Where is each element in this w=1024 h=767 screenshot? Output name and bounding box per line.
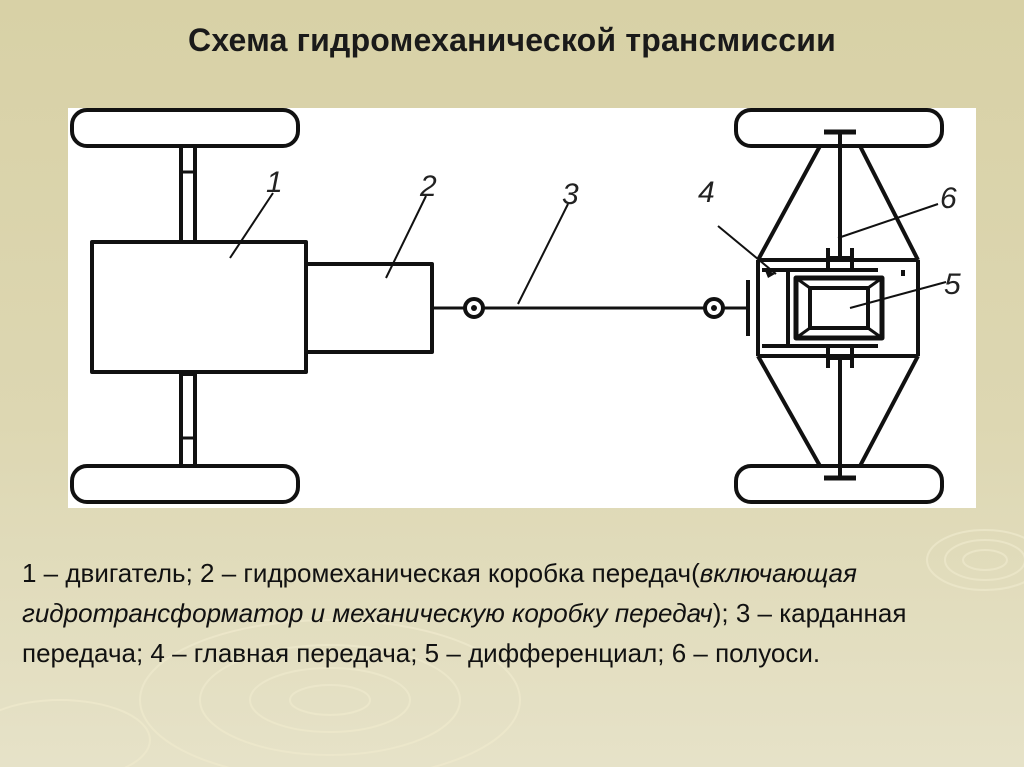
front-axle-upper xyxy=(179,144,197,244)
cardan-joint-rear xyxy=(703,297,725,319)
engine-box xyxy=(90,240,308,374)
half-shaft-gears xyxy=(826,248,854,368)
front-axle-lower xyxy=(179,372,197,468)
caption-italic: включающая гидротрансформатор и механиче… xyxy=(22,558,857,628)
front-left-wheel xyxy=(70,108,300,148)
transmission-diagram: 1 2 3 4 5 6 xyxy=(68,108,976,508)
label-6: 6 xyxy=(940,182,957,215)
label-5: 5 xyxy=(944,268,961,301)
caption-part-1: 1 – двигатель; 2 – гидромеханическая кор… xyxy=(22,558,700,588)
differential xyxy=(793,275,885,341)
caption-part-3: ); 3 – карданная передача; 4 – главная п… xyxy=(22,598,907,668)
leader-lines xyxy=(229,192,947,309)
label-2: 2 xyxy=(419,170,437,203)
cardan-joint-front xyxy=(463,297,485,319)
gearbox-box xyxy=(304,262,434,354)
diagram-svg: 1 2 3 4 5 6 xyxy=(70,108,961,504)
page-title: Схема гидромеханической трансмиссии xyxy=(188,22,836,58)
main-gear xyxy=(746,268,905,348)
legend-caption: 1 – двигатель; 2 – гидромеханическая кор… xyxy=(22,553,1012,673)
label-3: 3 xyxy=(562,178,579,211)
label-1: 1 xyxy=(266,166,283,199)
label-4: 4 xyxy=(698,176,715,209)
front-right-wheel xyxy=(70,464,300,504)
